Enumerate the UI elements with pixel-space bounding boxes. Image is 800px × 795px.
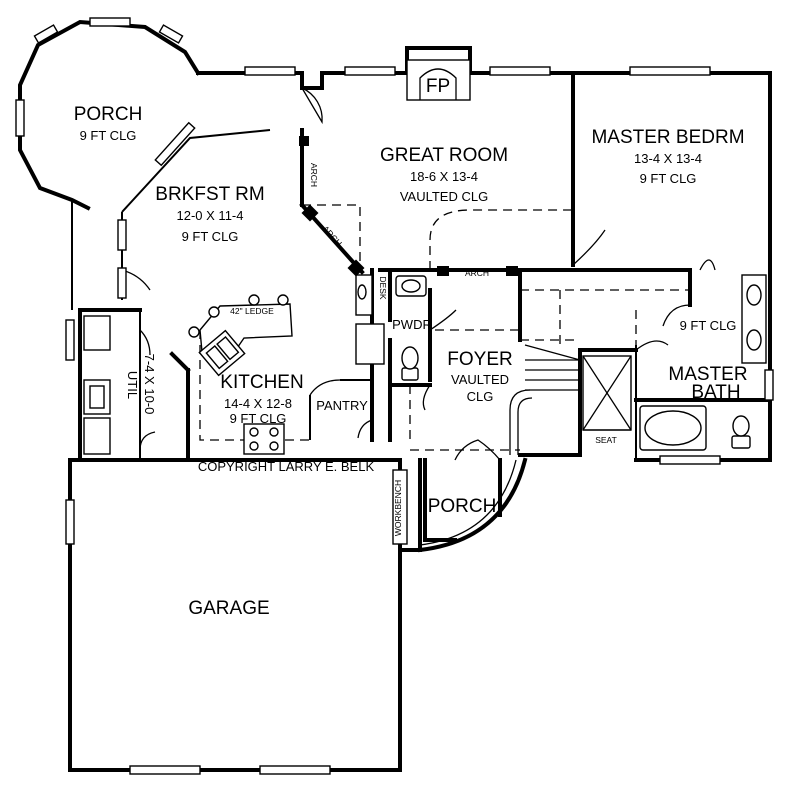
master-bath-ceiling: 9 FT CLG: [680, 318, 737, 333]
porch-front-name: PORCH: [428, 496, 497, 517]
fireplace-label: FP: [426, 76, 450, 97]
arch-label-3: ARCH: [465, 268, 489, 278]
doors: [121, 87, 716, 461]
kitchen-size: 14-4 X 12-8: [224, 396, 292, 411]
master-bedrm-ceiling: 9 FT CLG: [640, 171, 697, 186]
garage-name: GARAGE: [188, 598, 269, 619]
brkfst-name: BRKFST RM: [155, 184, 264, 205]
seat-label: SEAT: [595, 435, 617, 445]
ledge-label: 42" LEDGE: [230, 306, 274, 316]
porch-back-ceiling: 9 FT CLG: [80, 128, 137, 143]
front-porch-curve: [417, 457, 528, 553]
desk-label: DESK: [378, 276, 388, 299]
kitchen-name: KITCHEN: [220, 372, 303, 393]
workbench-label: WORKBENCH: [393, 480, 403, 536]
kitchen-ceiling: 9 FT CLG: [230, 411, 287, 426]
foyer-ceiling-2: CLG: [467, 389, 494, 404]
master-bath-name-2: BATH: [691, 382, 740, 403]
foyer-ceiling-1: VAULTED: [451, 372, 509, 387]
pantry-name: PANTRY: [316, 398, 368, 413]
util-name: UTIL: [125, 371, 140, 399]
pwdr-name: PWDR: [392, 317, 432, 332]
master-bath-name-1: MASTER: [668, 364, 747, 385]
util-size: 7-4 X 10-0: [142, 354, 157, 415]
arch-label-1: ARCH: [309, 163, 319, 187]
stairs: [509, 344, 581, 455]
foyer-name: FOYER: [447, 349, 512, 370]
arch-label-2: ARCH: [320, 224, 344, 249]
brkfst-ceiling: 9 FT CLG: [182, 229, 239, 244]
great-room-size: 18-6 X 13-4: [410, 169, 478, 184]
copyright-label: COPYRIGHT LARRY E. BELK: [198, 459, 375, 474]
great-room-ceiling: VAULTED CLG: [400, 189, 488, 204]
brkfst-size: 12-0 X 11-4: [177, 208, 244, 223]
great-room-name: GREAT ROOM: [380, 145, 508, 166]
columns: [299, 136, 518, 277]
master-bedrm-size: 13-4 X 13-4: [634, 151, 702, 166]
fixtures: [83, 59, 767, 545]
porch-back-name: PORCH: [74, 104, 143, 125]
master-bedrm-name: MASTER BEDRM: [591, 127, 744, 148]
shower: [582, 355, 632, 431]
room-labels: PORCH 9 FT CLG BRKFST RM 12-0 X 11-4 9 F…: [74, 104, 748, 619]
windows: [15, 17, 774, 775]
